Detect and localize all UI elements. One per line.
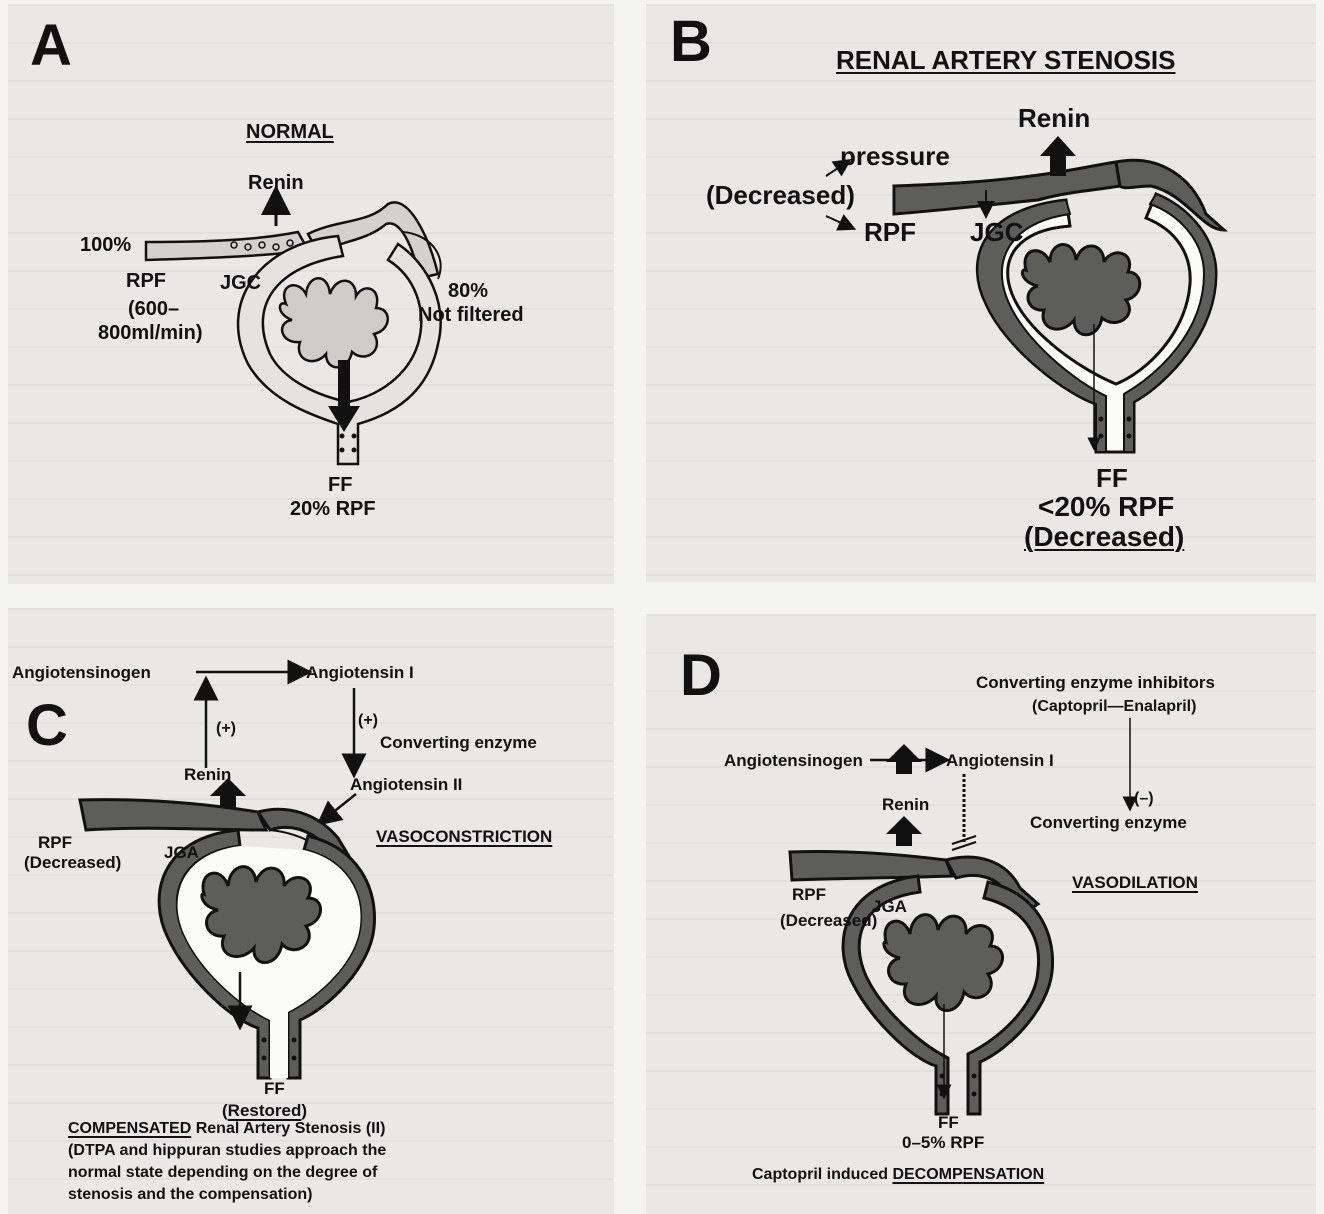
panel-normal: A NORMAL Renin 100% RPF JGC (600– 800ml/… bbox=[8, 4, 614, 584]
caption-rest: Renal Artery Stenosis (II) bbox=[191, 1120, 385, 1137]
renin-label: Renin bbox=[882, 796, 929, 815]
pressure-arrow-bottom bbox=[826, 216, 848, 226]
panel-title: NORMAL bbox=[246, 121, 334, 143]
panel-letter: B bbox=[670, 10, 712, 74]
caption-line-3: normal state depending on the degree of bbox=[68, 1164, 377, 1182]
restored-close: ) bbox=[301, 1101, 307, 1120]
angiotensin-1-label: Angiotensin I bbox=[946, 752, 1054, 771]
stenosis-nephron-diagram bbox=[646, 4, 1316, 582]
caption-compensated: COMPENSATED bbox=[68, 1120, 191, 1137]
renin-arrow-bottom bbox=[886, 816, 922, 846]
rpf-label: RPF bbox=[792, 886, 826, 905]
normal-nephron-diagram bbox=[8, 4, 614, 584]
ff-value: 0–5% RPF bbox=[902, 1134, 984, 1153]
angiotensin-2-label: Angiotensin II bbox=[350, 776, 462, 795]
rpf-percent-label: 100% bbox=[80, 234, 131, 256]
angiotensinogen-label: Angiotensinogen bbox=[724, 752, 863, 771]
caption-decompensation: DECOMPENSATION bbox=[892, 1166, 1044, 1183]
ff-label: FF bbox=[1096, 464, 1128, 493]
minus-label: (–) bbox=[1134, 790, 1154, 808]
renin-label: Renin bbox=[1018, 104, 1090, 133]
panel-compensated: C Angiotensinogen Angiotensin I (+) (+) … bbox=[8, 608, 614, 1214]
jga-label: JGA bbox=[164, 844, 199, 863]
glomerulus bbox=[1022, 244, 1139, 334]
decreased-label: (Decreased) bbox=[706, 181, 855, 210]
ff-status: (Decreased) bbox=[1024, 522, 1184, 553]
caption-line-2: (DTPA and hippuran studies approach the bbox=[68, 1142, 386, 1160]
afferent-arteriole bbox=[790, 851, 952, 880]
jgc-label: JGC bbox=[970, 218, 1023, 247]
angiotensin-1-label: Angiotensin I bbox=[306, 664, 414, 683]
restored-label: (Restored) bbox=[222, 1102, 307, 1121]
caption-line-1: COMPENSATED Renal Artery Stenosis (II) bbox=[68, 1120, 385, 1138]
rpf-label: RPF bbox=[38, 834, 72, 853]
vasodilation-label: VASODILATION bbox=[1072, 874, 1198, 893]
caption: Captopril induced DECOMPENSATION bbox=[752, 1166, 1044, 1184]
enzyme-plus-label: (+) bbox=[358, 712, 378, 730]
caption-prefix: Captopril induced bbox=[752, 1166, 892, 1183]
converting-enzyme-label: Converting enzyme bbox=[380, 734, 537, 753]
renin-plus-label: (+) bbox=[216, 720, 236, 738]
rpf-label: RPF bbox=[126, 270, 166, 292]
rpf-decreased-label: (Decreased) bbox=[24, 854, 121, 873]
not-filtered-percent: 80% bbox=[448, 280, 488, 302]
rpf-decreased-label: (Decreased) bbox=[780, 912, 877, 931]
angiotensin-2-arrow bbox=[326, 794, 356, 818]
jgc-label: JGC bbox=[220, 272, 261, 294]
converting-enzyme-label: Converting enzyme bbox=[1030, 814, 1187, 833]
panel-letter: C bbox=[26, 694, 68, 758]
glomerulus bbox=[280, 278, 388, 367]
ff-label: FF bbox=[264, 1080, 285, 1099]
rpf-range-line-1: (600– bbox=[128, 298, 179, 320]
renin-label: Renin bbox=[184, 766, 231, 785]
rpf-range-line-2: 800ml/min) bbox=[98, 322, 202, 344]
pressure-label: pressure bbox=[840, 142, 950, 171]
glomerulus bbox=[884, 915, 1003, 1011]
decompensated-nephron-diagram bbox=[646, 614, 1316, 1214]
renin-label: Renin bbox=[248, 172, 304, 194]
not-filtered-label: Not filtered bbox=[418, 304, 524, 326]
panel-decompensation: D Converting enzyme inhibitors (Captopri… bbox=[646, 614, 1316, 1214]
rpf-label: RPF bbox=[864, 218, 916, 247]
jga-label: JGA bbox=[872, 898, 907, 917]
ff-value: <20% RPF bbox=[1038, 492, 1174, 523]
drugs-label: (Captopril—Enalapril) bbox=[1032, 698, 1196, 716]
panel-title: RENAL ARTERY STENOSIS bbox=[836, 46, 1176, 75]
restored-word: Restored bbox=[228, 1101, 302, 1120]
ff-label: FF bbox=[938, 1114, 959, 1133]
renin-arrow-top bbox=[886, 744, 922, 774]
panel-renal-artery-stenosis: B RENAL ARTERY STENOSIS Renin pressure (… bbox=[646, 4, 1316, 582]
ff-value: 20% RPF bbox=[290, 498, 376, 520]
inhibitors-label: Converting enzyme inhibitors bbox=[976, 674, 1215, 693]
vasoconstriction-label: VASOCONSTRICTION bbox=[376, 828, 552, 847]
ff-label: FF bbox=[328, 474, 352, 496]
panel-letter: A bbox=[30, 14, 72, 78]
angiotensinogen-label: Angiotensinogen bbox=[12, 664, 151, 683]
caption-line-4: stenosis and the compensation) bbox=[68, 1186, 312, 1204]
afferent-arteriole bbox=[80, 800, 266, 830]
panel-letter: D bbox=[680, 644, 722, 708]
